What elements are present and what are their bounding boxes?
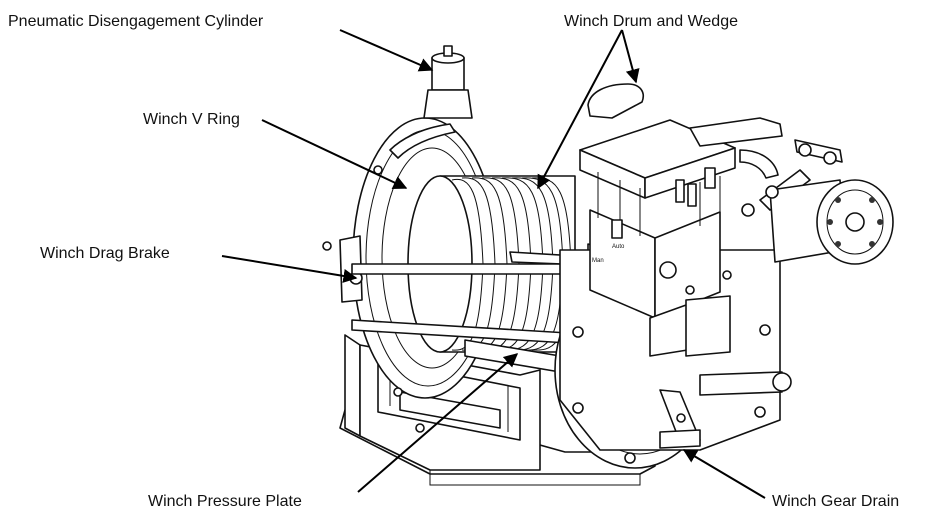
label-drum-wedge: Winch Drum and Wedge: [564, 13, 738, 30]
leader-pressure-plate: [357, 353, 519, 493]
leader-v-ring: [261, 119, 408, 189]
leader-pneumatic-cylinder: [339, 29, 434, 72]
drum-wedge: [587, 83, 644, 119]
pneumatic-cylinder: [389, 45, 473, 159]
valve-tag-auto: Auto: [612, 244, 625, 250]
winch-illustration: Auto Man: [322, 45, 894, 486]
leader-drum: [537, 29, 623, 190]
label-drag-brake: Winch Drag Brake: [40, 245, 170, 262]
leader-drag-brake: [221, 255, 358, 283]
leader-lines: [221, 29, 766, 499]
callout-labels: Pneumatic Disengagement Cylinder Winch D…: [8, 13, 899, 510]
leader-gear-drain: [682, 449, 766, 499]
label-pneumatic-cylinder: Pneumatic Disengagement Cylinder: [8, 13, 264, 30]
leader-wedge: [621, 29, 640, 84]
label-gear-drain: Winch Gear Drain: [772, 493, 899, 510]
valve-tag-man: Man: [592, 258, 604, 264]
hydraulic-motor: [741, 179, 894, 265]
label-v-ring: Winch V Ring: [143, 111, 240, 128]
label-pressure-plate: Winch Pressure Plate: [148, 493, 302, 510]
